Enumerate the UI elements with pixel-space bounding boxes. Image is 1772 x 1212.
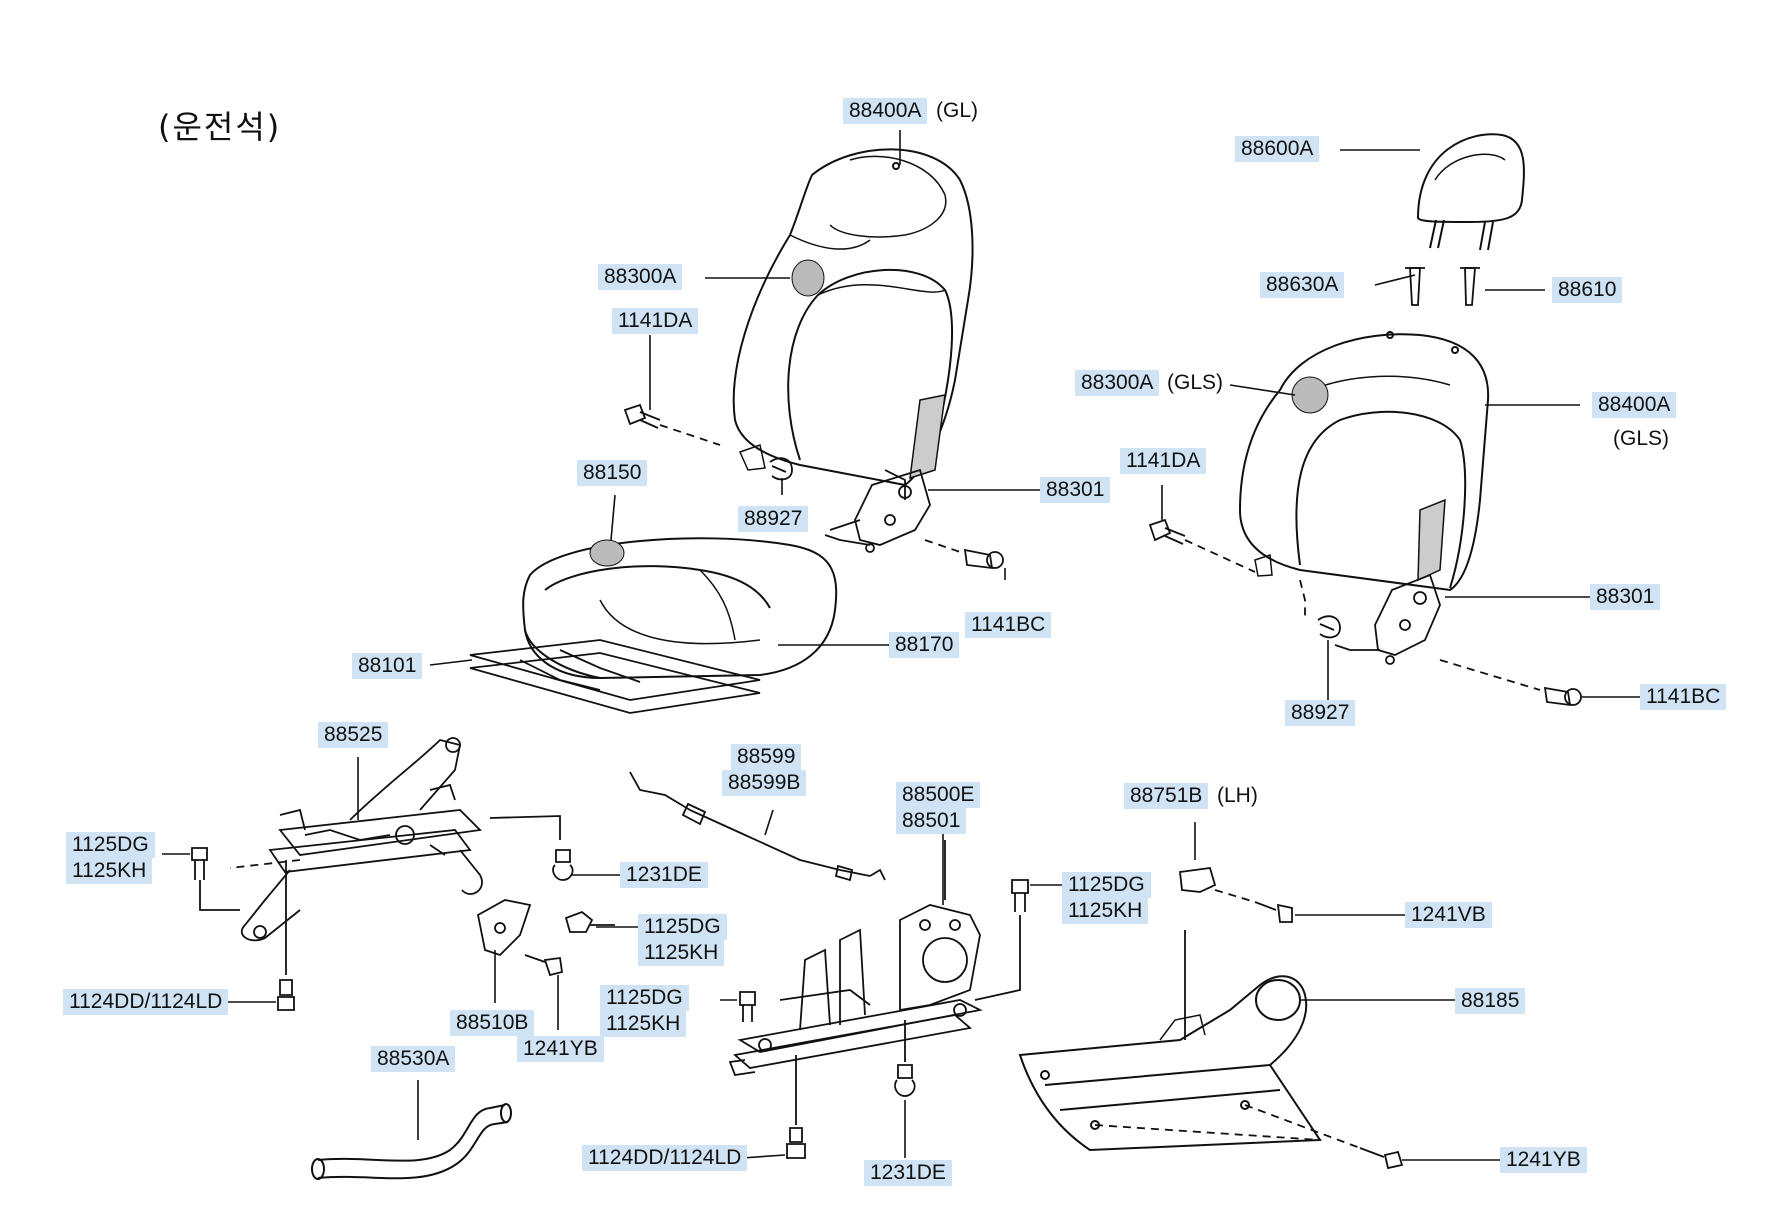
part-label-1141BC-right[interactable]: 1141BC [1640, 684, 1727, 710]
bolt-1231DE-center [894, 1020, 916, 1097]
part-label-1125DG-center[interactable]: 1125DG [600, 985, 689, 1011]
bolt-1231DE-left [552, 849, 574, 881]
part-label-88599[interactable]: 88599 [731, 744, 802, 770]
part-label-1125DG-mid[interactable]: 1125DG [638, 914, 727, 940]
part-label-1125KH-left[interactable]: 1125KH [66, 858, 153, 884]
part-label-88525[interactable]: 88525 [318, 722, 389, 748]
part-label-1231DE-center[interactable]: 1231DE [864, 1160, 952, 1186]
part-label-88610[interactable]: 88610 [1552, 277, 1623, 303]
bolt-1125DG-right [974, 879, 1029, 1001]
bolt-1141DA-right [1148, 518, 1256, 573]
screw-1241YB-left [524, 954, 564, 977]
part-label-88599B[interactable]: 88599B [722, 770, 807, 796]
clip-88927-left [769, 457, 793, 481]
hinge-88301-right [1334, 573, 1441, 665]
bolt-1141DA-left [623, 403, 721, 446]
bolt-1125DG-center [739, 991, 756, 1022]
part-label-88927-right[interactable]: 88927 [1285, 700, 1356, 726]
bolt-1124DD-left [277, 860, 295, 1011]
part-label-1125DG-right[interactable]: 1125DG [1062, 872, 1151, 898]
bolt-1141BC-right [1439, 659, 1582, 707]
part-label-1241YB-left[interactable]: 1241YB [517, 1036, 604, 1062]
hinge-88301-left [824, 468, 931, 553]
bolt-1141BC-left [924, 539, 1004, 570]
part-label-1125KH-mid[interactable]: 1125KH [638, 940, 725, 966]
bolt-1124DD-center [786, 1055, 806, 1159]
variant-suffix-gls-a: (GLS) [1167, 371, 1224, 394]
part-label-1125KH-center[interactable]: 1125KH [600, 1011, 687, 1037]
part-label-1125DG-left[interactable]: 1125DG [66, 832, 155, 858]
guide-88630A [1405, 267, 1425, 306]
part-label-88510B[interactable]: 88510B [450, 1010, 535, 1036]
part-label-88501[interactable]: 88501 [896, 808, 967, 834]
part-label-88301-left[interactable]: 88301 [1040, 477, 1111, 503]
seat-rail-88525 [199, 737, 561, 942]
part-label-1141DA-left[interactable]: 1141DA [612, 308, 699, 334]
part-label-88101[interactable]: 88101 [352, 653, 423, 679]
variant-suffix-gl: (GL) [936, 99, 978, 122]
part-label-88300A-gls[interactable]: 88300A [1075, 370, 1160, 396]
bolt-1125DG-left [191, 847, 208, 880]
part-label-1231DE-left[interactable]: 1231DE [620, 862, 708, 888]
bolt-1125DG-mid [564, 910, 615, 933]
part-label-1124DD-center[interactable]: 1124DD/1124LD [582, 1145, 748, 1171]
seat-rail-88500E [728, 840, 983, 1076]
cover-88751B [1179, 867, 1217, 893]
lever-88530A [311, 1103, 512, 1180]
guide-88610 [1460, 267, 1480, 306]
cable-88599 [629, 771, 886, 882]
variant-suffix-lh: (LH) [1217, 784, 1258, 807]
screw-1241VB [1214, 889, 1293, 923]
part-label-1241YB-right[interactable]: 1241YB [1500, 1147, 1587, 1173]
part-label-88600A[interactable]: 88600A [1235, 136, 1320, 162]
part-label-88630A[interactable]: 88630A [1260, 272, 1345, 298]
seat-cushion [522, 537, 838, 680]
seatback-gl [732, 148, 974, 487]
variant-suffix-gls-b: (GLS) [1613, 427, 1670, 450]
part-label-88500E[interactable]: 88500E [896, 782, 981, 808]
clip-88927-right [1299, 579, 1341, 639]
leader-lines [162, 130, 1640, 1161]
screw-1241YB-right [1094, 1104, 1404, 1170]
part-label-88170[interactable]: 88170 [889, 632, 960, 658]
part-label-1124DD-left[interactable]: 1124DD/1124LD [63, 989, 229, 1015]
part-label-88150[interactable]: 88150 [577, 460, 648, 486]
part-label-1125KH-right[interactable]: 1125KH [1062, 898, 1149, 924]
part-label-88300A-gl[interactable]: 88300A [598, 264, 683, 290]
headrest [1416, 133, 1525, 251]
part-label-1241VB[interactable]: 1241VB [1405, 902, 1492, 928]
part-label-1141DA-right[interactable]: 1141DA [1120, 448, 1207, 474]
part-label-88185[interactable]: 88185 [1455, 988, 1526, 1014]
part-label-88927-left[interactable]: 88927 [738, 506, 809, 532]
seat-frame [469, 639, 761, 714]
bracket-88510B [476, 899, 532, 957]
page-title: (운전석) [158, 108, 282, 146]
seatback-gls [1238, 331, 1490, 592]
part-label-1141BC-left[interactable]: 1141BC [965, 612, 1052, 638]
part-label-88530A[interactable]: 88530A [371, 1046, 456, 1072]
side-shield-88185 [1018, 930, 1322, 1152]
part-label-88400A-gls[interactable]: 88400A [1592, 392, 1677, 418]
part-label-88400A-gl[interactable]: 88400A [843, 98, 928, 124]
part-label-88301-right[interactable]: 88301 [1590, 584, 1661, 610]
part-label-88751B[interactable]: 88751B [1124, 783, 1209, 809]
